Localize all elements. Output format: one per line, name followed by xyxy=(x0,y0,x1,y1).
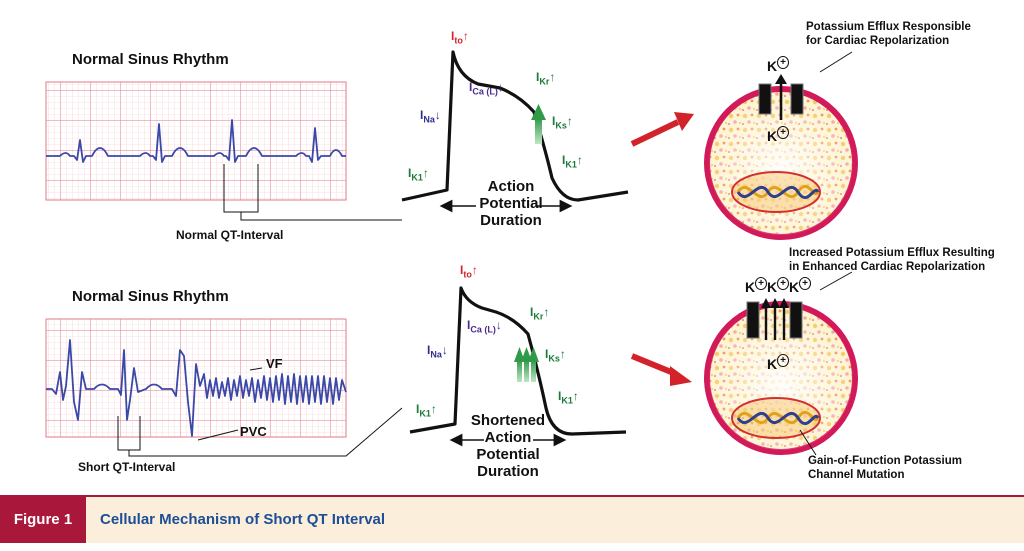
ito-label-top: Ito↑ xyxy=(451,29,469,46)
ik1-left-label-bottom: IK1↑ xyxy=(416,402,437,419)
green-efflux-arrow-top xyxy=(531,104,546,144)
vf-label: VF xyxy=(266,356,283,371)
action-potential-top xyxy=(401,50,629,213)
ecg-strip-top xyxy=(45,81,402,221)
ina-label-bottom: INa↓ xyxy=(427,343,448,360)
ical-label-top: ICa (L)↓ xyxy=(469,80,504,97)
pvc-label: PVC xyxy=(240,424,267,439)
increased-efflux-note: Increased Potassium Efflux Resulting in … xyxy=(789,247,995,273)
potassium-ion-outside-top: K+ xyxy=(767,56,789,74)
red-arrow-top xyxy=(630,112,694,147)
ik1-left-label-top: IK1↑ xyxy=(408,166,429,183)
ecg-strip-bottom xyxy=(45,318,403,457)
iks-label-top: IKs↑ xyxy=(552,114,573,131)
ecg-trace-bottom xyxy=(46,339,347,437)
figure-caption-title: Cellular Mechanism of Short QT Interval xyxy=(100,511,386,528)
ikr-label-top: IKr↑ xyxy=(536,70,556,87)
cell-top xyxy=(704,51,858,240)
figure-graphics xyxy=(45,50,858,457)
iks-label-bottom: IKs↑ xyxy=(545,347,566,364)
figure-caption-bar: Figure 1 Cellular Mechanism of Short QT … xyxy=(0,495,1024,543)
green-efflux-arrows-bottom xyxy=(514,347,539,382)
red-arrow-bottom xyxy=(630,353,692,386)
ina-label-top: INa↓ xyxy=(420,108,441,125)
short-qt-interval-label: Short QT-Interval xyxy=(78,460,176,474)
potassium-ion-inside-bottom: K+ xyxy=(767,354,789,372)
ecg-trace-top xyxy=(46,119,346,163)
cell-bottom xyxy=(704,271,858,456)
ap-duration-label-top: Action Potential Duration xyxy=(479,178,543,229)
action-potential-bottom xyxy=(409,286,627,447)
ecg-title-bottom: Normal Sinus Rhythm xyxy=(72,288,229,305)
ecg-title-top: Normal Sinus Rhythm xyxy=(72,51,229,68)
nucleus-top xyxy=(731,171,821,213)
ik1-right-label-bottom: IK1↑ xyxy=(558,389,579,406)
ikr-label-bottom: IKr↑ xyxy=(530,305,550,322)
potassium-ion-outside-bottom-2: K+ xyxy=(767,277,789,295)
potassium-ion-outside-bottom-1: K+ xyxy=(745,277,767,295)
ik1-right-label-top: IK1↑ xyxy=(562,153,583,170)
figure-area: Normal Sinus Rhythm Normal QT-Interval N… xyxy=(45,21,995,481)
mutation-note: Gain-of-Function Potassium Channel Mutat… xyxy=(808,455,962,481)
potassium-efflux-note: Potassium Efflux Responsible for Cardiac… xyxy=(806,21,971,47)
normal-qt-interval-label: Normal QT-Interval xyxy=(176,228,284,242)
ito-label-bottom: Ito↑ xyxy=(460,263,478,280)
nucleus-bottom xyxy=(731,397,821,439)
figure-number-tag: Figure 1 xyxy=(0,497,86,543)
ical-label-bottom: ICa (L)↓ xyxy=(467,318,502,335)
ap-duration-label-bottom: Shortened Action Potential Duration xyxy=(470,412,546,480)
potassium-ion-inside-top: K+ xyxy=(767,126,789,144)
potassium-ion-outside-bottom-3: K+ xyxy=(789,277,811,295)
